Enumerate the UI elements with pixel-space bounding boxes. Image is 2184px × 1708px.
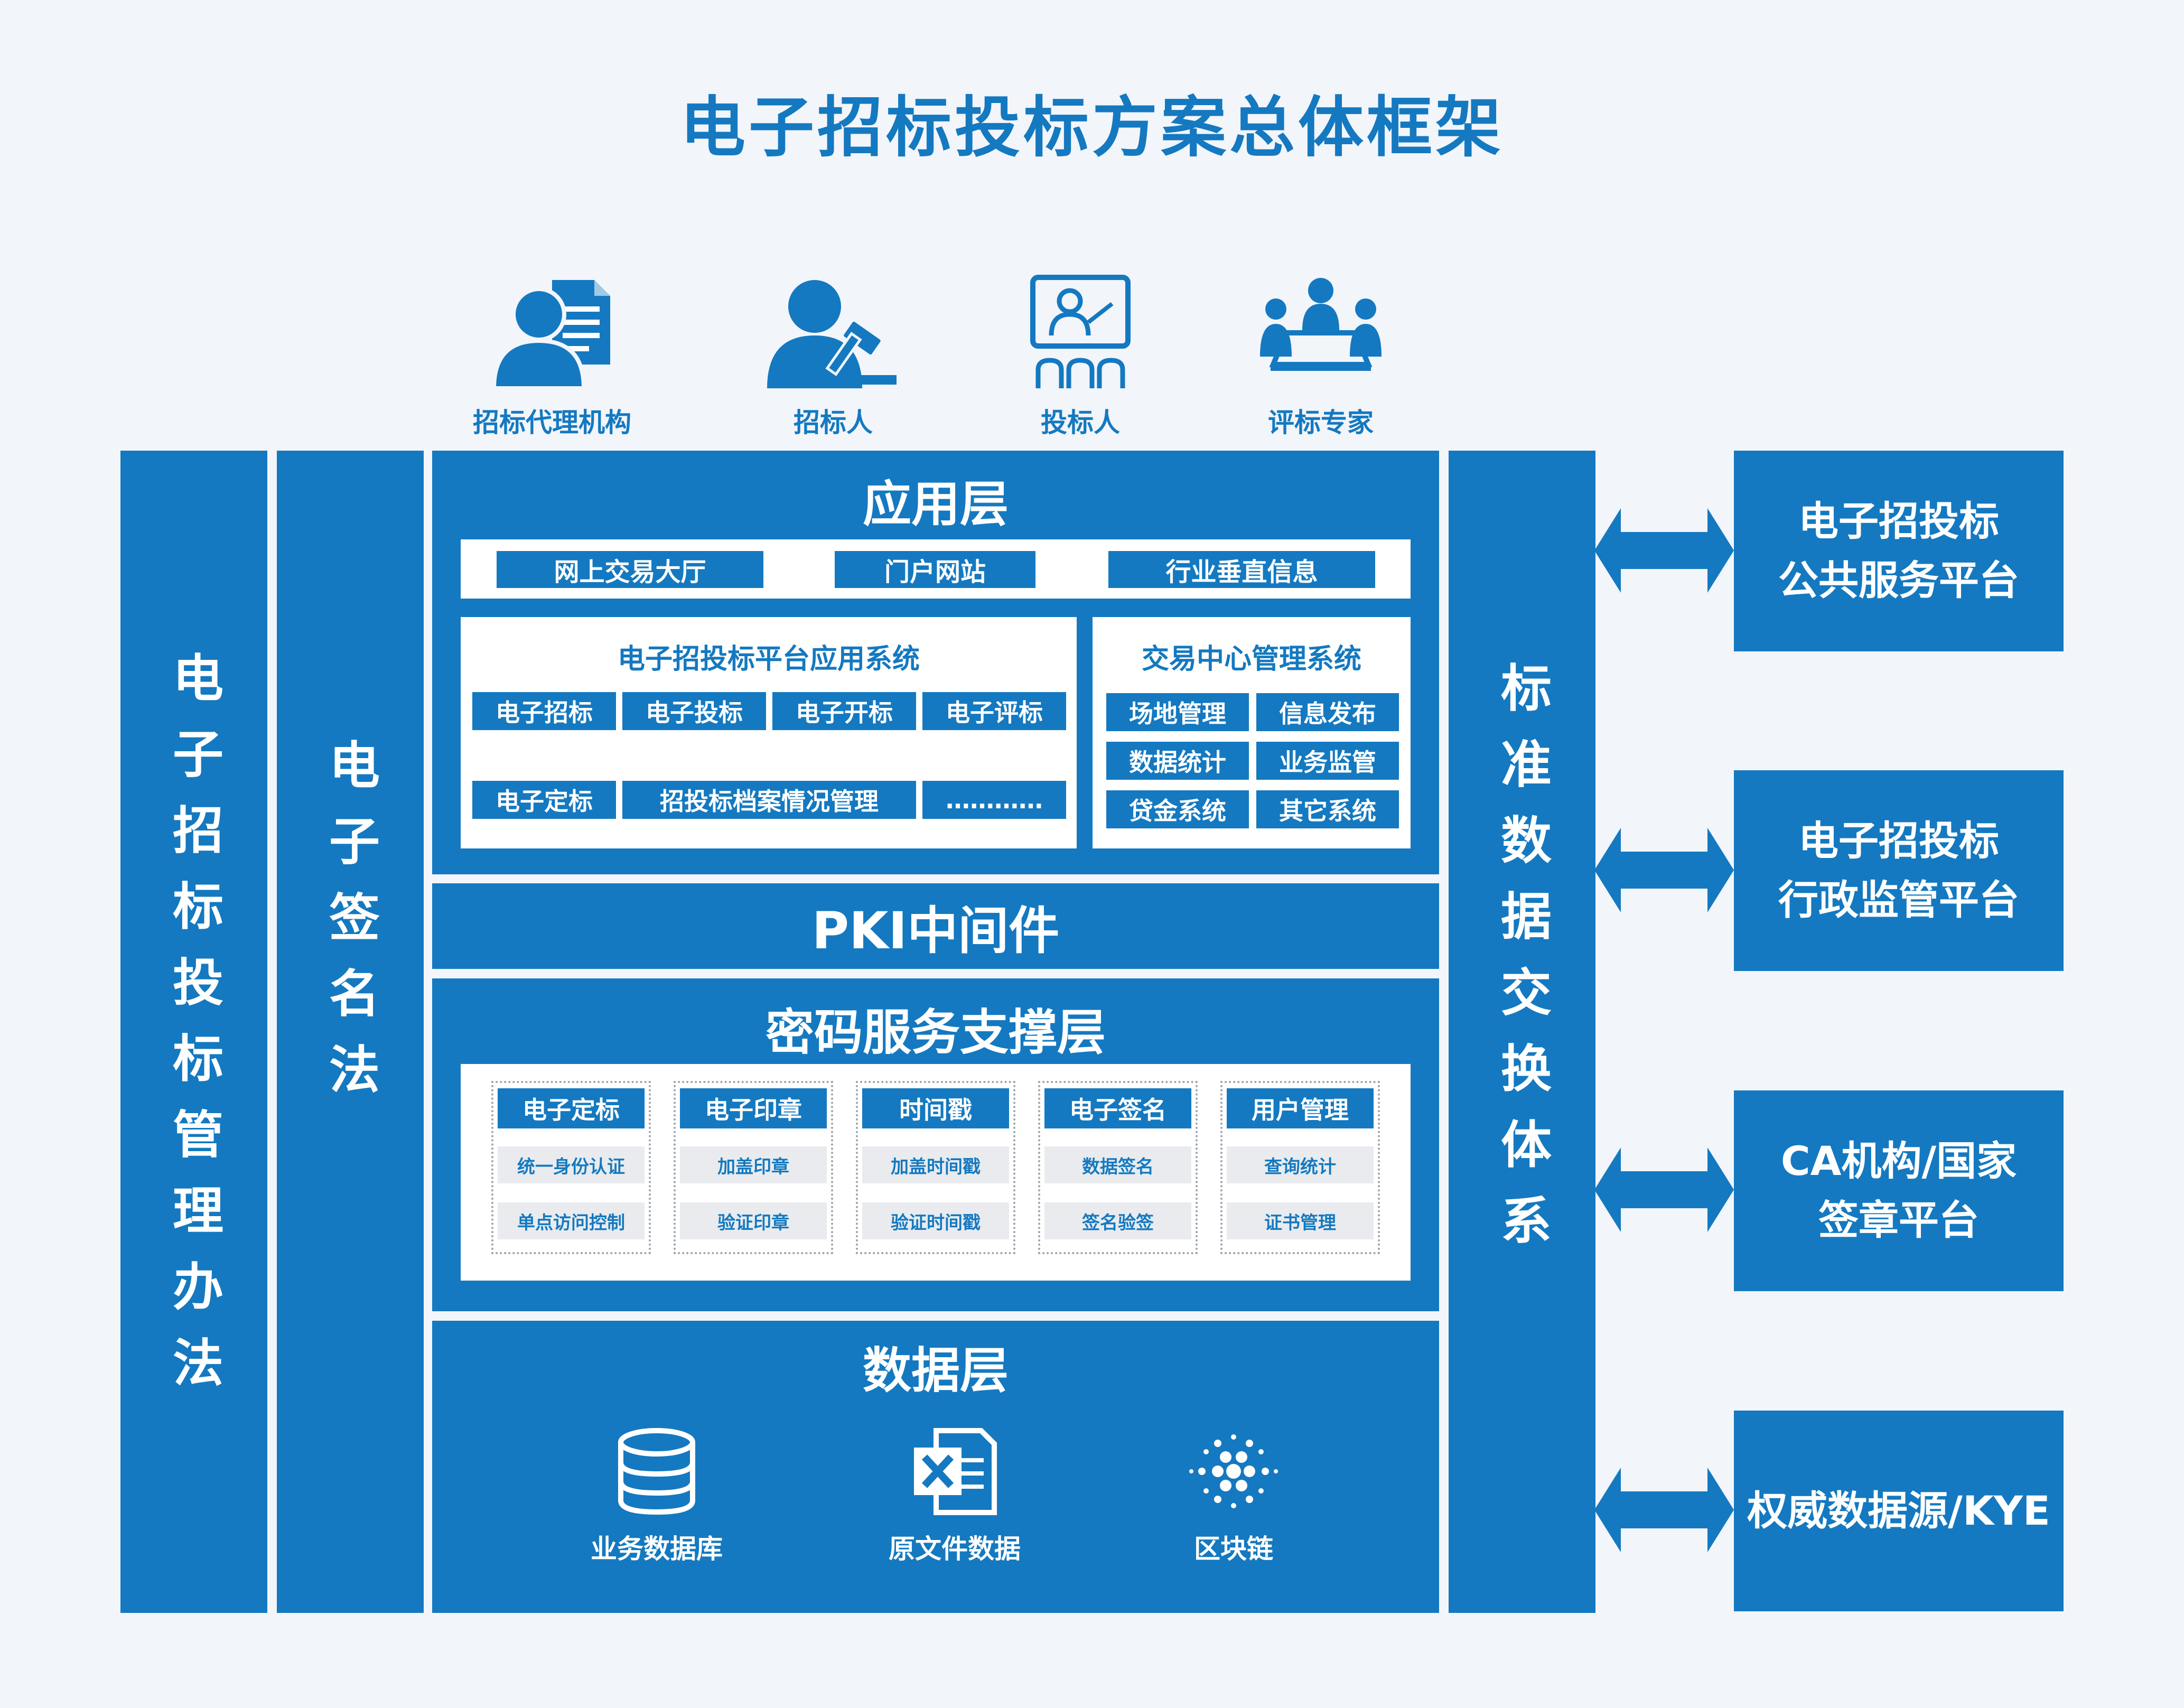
actor-label: 评标专家 <box>1268 407 1374 438</box>
actor-tenderer: 招标人 <box>733 269 934 449</box>
page-title: 电子招标投标方案总体框架 <box>679 90 1504 166</box>
crypto-item[interactable]: 数据签名 <box>1044 1146 1191 1183</box>
data-layer-title: 数据层 <box>862 1342 1009 1399</box>
original-file-data[interactable]: 原文件数据 <box>849 1426 1060 1566</box>
crypto-item[interactable]: 验证时间戳 <box>862 1202 1009 1239</box>
online-trading-hall[interactable]: 网上交易大厅 <box>497 551 763 588</box>
crypto-column <box>491 1081 651 1254</box>
actor-bidding-agency: 招标代理机构 <box>452 269 652 449</box>
crypto-column <box>1038 1081 1198 1254</box>
info-release[interactable]: 信息发布 <box>1256 693 1399 731</box>
e-award-button[interactable]: 电子定标 <box>472 781 616 819</box>
data-item-label: 业务数据库 <box>591 1534 723 1564</box>
crypto-item[interactable]: 查询统计 <box>1227 1146 1374 1183</box>
trading-center-title: 交易中心管理系统 <box>1141 643 1361 675</box>
blockchain[interactable]: 区块链 <box>1128 1426 1339 1566</box>
public-service-platform[interactable]: 电子招投标 公共服务平台 <box>1734 451 2064 651</box>
platform-app-system-title: 电子招投标平台应用系统 <box>617 643 920 675</box>
crypto-item[interactable]: 证书管理 <box>1227 1202 1374 1239</box>
crypto-item[interactable]: 统一身份认证 <box>498 1146 645 1183</box>
double-arrow-icon <box>1594 508 1734 593</box>
double-arrow-icon <box>1594 1147 1734 1232</box>
crypto-column-head[interactable]: 用户管理 <box>1227 1088 1374 1128</box>
double-arrow-icon <box>1594 1468 1734 1552</box>
crypto-item[interactable]: 加盖时间戳 <box>862 1146 1009 1183</box>
data-exchange-label: 标准数据交换体系 <box>1492 661 1552 1270</box>
e-bid-opening-button[interactable]: 电子开标 <box>772 692 916 730</box>
platform-line: CA机构/国家 <box>1780 1137 2017 1184</box>
archive-management-button[interactable]: 招投标档案情况管理 <box>622 781 916 819</box>
ca-signature-platform[interactable]: CA机构/国家 签章平台 <box>1734 1090 2064 1291</box>
business-supervision[interactable]: 业务监管 <box>1256 742 1399 780</box>
data-item-label: 原文件数据 <box>889 1534 1021 1564</box>
pki-middleware-label: PKI中间件 <box>811 901 1060 960</box>
data-statistics[interactable]: 数据统计 <box>1106 742 1249 780</box>
e-signature-law-label: 电子签名法 <box>320 739 380 1119</box>
person-gavel-icon <box>767 280 897 388</box>
crypto-column <box>674 1081 833 1254</box>
platform-line: 权威数据源/KYE <box>1747 1487 2050 1534</box>
crypto-column-head[interactable]: 时间戳 <box>862 1088 1009 1128</box>
pki-middleware-layer: PKI中间件 <box>432 883 1439 969</box>
crypto-column-head[interactable]: 电子印章 <box>680 1088 827 1128</box>
e-bid-button[interactable]: 电子投标 <box>622 692 766 730</box>
crypto-item[interactable]: 签名验签 <box>1044 1202 1191 1239</box>
authoritative-data-source[interactable]: 权威数据源/KYE <box>1734 1411 2064 1611</box>
platform-line: 签章平台 <box>1818 1197 1979 1244</box>
database-icon <box>618 1428 695 1515</box>
e-tender-button[interactable]: 电子招标 <box>472 692 616 730</box>
actor-label: 投标人 <box>1041 407 1120 438</box>
crypto-service-layer-title: 密码服务支撑层 <box>765 1004 1106 1061</box>
excel-file-icon <box>914 1428 997 1515</box>
meeting-icon <box>1260 278 1382 371</box>
data-item-label: 区块链 <box>1194 1534 1273 1564</box>
person-document-icon <box>491 280 610 390</box>
actor-label: 招标代理机构 <box>473 407 631 438</box>
actor-bidder: 投标人 <box>980 269 1181 449</box>
platform-line: 电子招投标 <box>1798 817 1999 864</box>
venue-management[interactable]: 场地管理 <box>1106 693 1249 731</box>
platform-line: 公共服务平台 <box>1778 557 2019 604</box>
actor-label: 招标人 <box>794 407 873 438</box>
presentation-audience-icon <box>1030 275 1131 388</box>
crypto-column <box>1220 1081 1380 1254</box>
administrative-supervision-platform[interactable]: 电子招投标 行政监管平台 <box>1734 770 2064 971</box>
platform-line: 行政监管平台 <box>1778 876 2019 923</box>
e-bid-evaluation-button[interactable]: 电子评标 <box>922 692 1066 730</box>
industry-vertical-info[interactable]: 行业垂直信息 <box>1108 551 1375 588</box>
business-database[interactable]: 业务数据库 <box>551 1426 762 1566</box>
platform-line: 电子招投标 <box>1798 498 1999 545</box>
e-signature-law-column: 电子签名法 <box>277 451 424 1613</box>
crypto-item[interactable]: 验证印章 <box>680 1202 827 1239</box>
loan-system[interactable]: 贷金系统 <box>1106 790 1249 828</box>
other-systems[interactable]: 其它系统 <box>1256 790 1399 828</box>
actor-expert: 评标专家 <box>1220 269 1421 449</box>
management-measures-label: 电子招标投标管理办法 <box>164 651 223 1412</box>
crypto-item[interactable]: 单点访问控制 <box>498 1202 645 1239</box>
blockchain-icon <box>1189 1434 1278 1508</box>
crypto-item[interactable]: 加盖印章 <box>680 1146 827 1183</box>
crypto-column-head[interactable]: 电子定标 <box>498 1088 645 1128</box>
management-measures-column: 电子招标投标管理办法 <box>120 451 267 1613</box>
more-ellipsis[interactable]: ………… <box>922 781 1066 819</box>
double-arrow-icon <box>1594 828 1734 912</box>
application-layer-title: 应用层 <box>862 476 1009 533</box>
crypto-column-head[interactable]: 电子签名 <box>1044 1088 1191 1128</box>
portal-site[interactable]: 门户网站 <box>835 551 1035 588</box>
data-exchange-column: 标准数据交换体系 <box>1449 451 1595 1613</box>
crypto-column <box>856 1081 1015 1254</box>
